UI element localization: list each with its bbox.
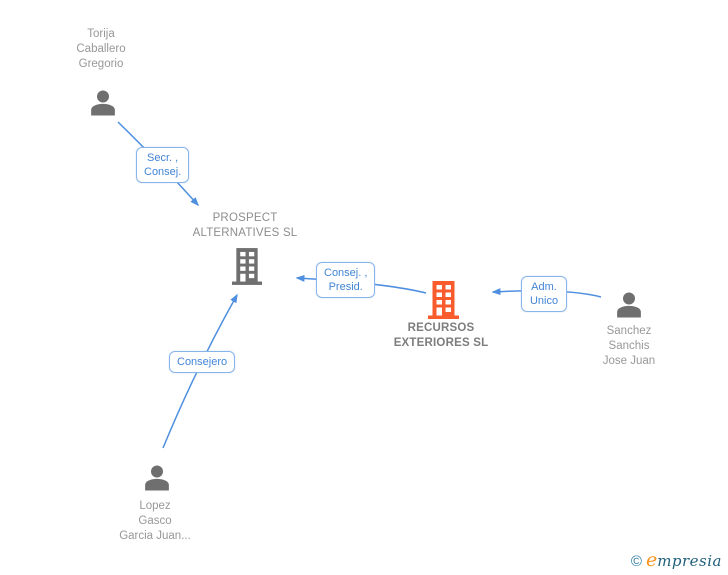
node-person-lopez[interactable] (142, 463, 172, 498)
person-icon (145, 465, 169, 491)
relationship-label-consej-presid[interactable]: Consej. , Presid. (316, 262, 376, 298)
person-name-sanchez: Sanchez Sanchis Jose Juan (602, 325, 656, 367)
company-name-prospect: PROSPECT ALTERNATIVES SL (192, 212, 298, 239)
brand-text: empresia (646, 549, 722, 571)
person-name-torija: Torija Caballero Gregorio (76, 28, 126, 70)
person-name-lopez: Lopez Gasco Garcia Juan... (119, 500, 191, 542)
brand-rest: mpresia (657, 552, 722, 570)
building-icon (428, 281, 459, 319)
building-icon (231, 248, 263, 285)
node-company-prospect[interactable] (231, 248, 263, 290)
company-name-recursos: RECURSOS EXTERIORES SL (393, 322, 489, 349)
empresia-logo[interactable]: © empresia (631, 549, 722, 571)
person-icon (617, 292, 641, 318)
person-icon (91, 90, 115, 116)
node-person-sanchez[interactable] (614, 290, 644, 325)
brand-initial: e (645, 549, 658, 571)
relationship-label-secr-consej[interactable]: Secr. , Consej. (136, 147, 190, 183)
relationship-label-consejero[interactable]: Consejero (169, 351, 236, 373)
relationship-label-adm-unico[interactable]: Adm. Unico (521, 276, 567, 312)
node-company-recursos[interactable] (427, 281, 460, 324)
node-person-torija[interactable] (88, 88, 118, 123)
copyright-icon: © (630, 553, 642, 570)
